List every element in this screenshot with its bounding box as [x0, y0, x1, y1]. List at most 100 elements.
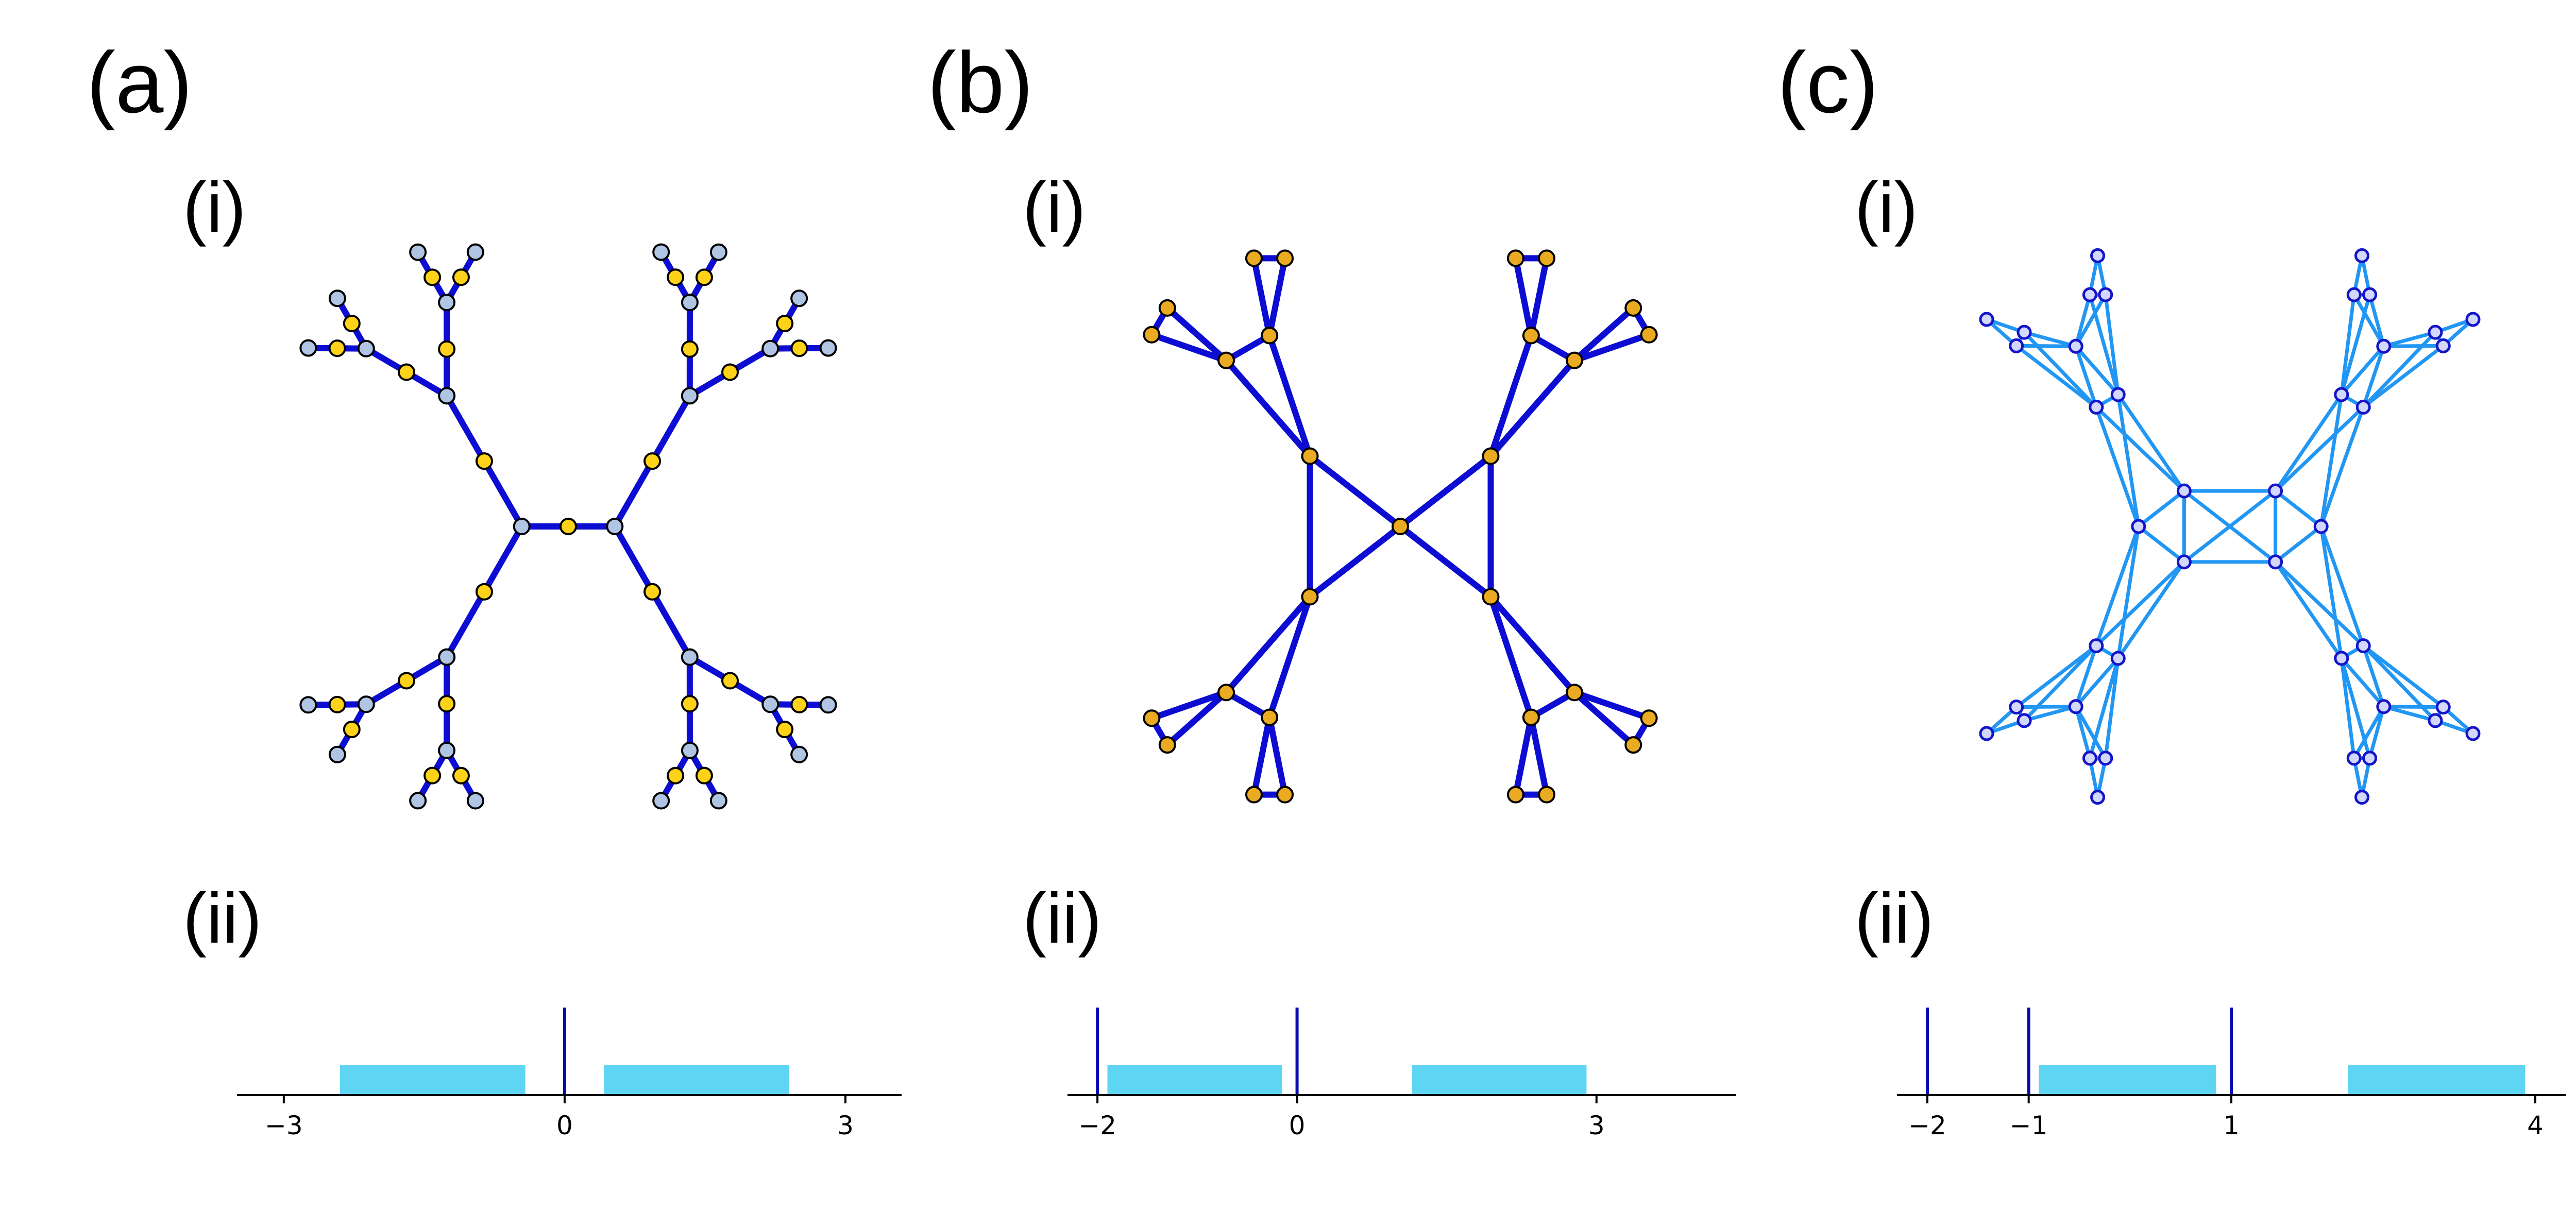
graph-node-vertex — [709, 792, 727, 810]
graph-node — [2089, 638, 2104, 654]
panel-c-graph — [1979, 248, 2481, 805]
graph-edge — [2104, 293, 2120, 397]
graph-edge — [2274, 560, 2365, 648]
spectrum-tick-label: 4 — [2527, 1111, 2544, 1140]
graph-node-vertex — [357, 695, 375, 713]
graph-node — [1624, 299, 1642, 317]
graph-edge — [2368, 705, 2386, 760]
graph-node — [1979, 726, 1994, 741]
graph-edge — [1148, 689, 1230, 722]
graph-edge — [1512, 255, 1534, 339]
graph-edge — [2022, 705, 2078, 723]
panel-b-graph — [1143, 249, 1658, 804]
graph-edge — [2074, 344, 2120, 397]
graph-edge — [1266, 593, 1313, 721]
graph-node — [1624, 736, 1642, 754]
graph-edge — [2137, 489, 2186, 529]
graph-node — [1245, 786, 1263, 804]
graph-node — [2334, 387, 2349, 402]
graph-node — [2355, 399, 2371, 415]
graph-node — [1640, 709, 1658, 727]
graph-node-vertex — [652, 792, 670, 810]
graph-node-vertex — [466, 792, 484, 810]
graph-node — [1538, 786, 1556, 804]
graph-edge — [2361, 644, 2386, 709]
panel-b-spectrum-label: (ii) — [1023, 879, 1101, 958]
graph-edge — [2361, 644, 2445, 709]
graph-edge — [1571, 331, 1652, 364]
graph-node-vertex — [681, 741, 699, 759]
graph-node — [1301, 588, 1319, 606]
graph-edge — [2274, 405, 2365, 493]
graph-node-vertex — [409, 792, 427, 810]
graph-edge — [1487, 593, 1534, 721]
graph-node — [2082, 287, 2097, 302]
spectrum-tick-label: 3 — [1588, 1111, 1605, 1140]
graph-edge — [2319, 405, 2365, 529]
graph-node — [1245, 249, 1263, 267]
graph-node — [2098, 287, 2113, 302]
graph-node-subdivision — [721, 672, 739, 690]
graph-edge — [2022, 330, 2078, 348]
graph-edge — [1397, 523, 1494, 600]
graph-node-vertex — [819, 696, 837, 714]
graph-edge — [2274, 393, 2344, 493]
graph-node — [1979, 312, 1994, 327]
graph-edge — [2116, 393, 2186, 493]
graph-node — [2268, 554, 2283, 570]
graph-node-vertex — [328, 745, 346, 763]
graph-node — [2376, 699, 2392, 714]
graph-edge — [1571, 689, 1637, 748]
graph-edge — [2352, 705, 2386, 760]
graph-node-vertex — [438, 741, 456, 759]
graph-node — [2016, 713, 2032, 728]
graph-edge — [1148, 331, 1230, 364]
graph-node — [2090, 248, 2106, 263]
graph-node-vertex — [790, 745, 808, 763]
graph-node-subdivision — [423, 268, 442, 286]
graph-node-subdivision — [667, 766, 685, 785]
graph-node-subdivision — [328, 339, 346, 357]
graph-edge — [1250, 714, 1273, 798]
graph-node — [1538, 249, 1556, 267]
graph-edge — [1164, 689, 1230, 748]
graph-edge — [1528, 255, 1550, 339]
graph-node — [1506, 249, 1524, 267]
graph-node-subdivision — [438, 695, 456, 713]
graph-edge — [2382, 705, 2437, 723]
graph-node-subdivision — [397, 672, 415, 690]
graph-edge — [1250, 255, 1273, 339]
graph-node — [2354, 248, 2369, 263]
graph-edge — [2014, 344, 2098, 409]
graph-node — [2089, 399, 2104, 415]
graph-node — [2465, 726, 2481, 741]
graph-node — [2435, 338, 2451, 353]
spectrum-band — [1107, 1065, 1282, 1095]
graph-node-subdivision — [695, 268, 713, 286]
graph-node — [1482, 447, 1500, 465]
graph-edge — [2094, 405, 2141, 529]
graph-node — [1392, 518, 1409, 535]
graph-node — [2009, 338, 2024, 353]
graph-node — [2098, 751, 2113, 766]
panel-a-label: (a) — [87, 34, 192, 131]
graph-node-subdivision — [475, 452, 493, 470]
graph-node-vertex — [513, 518, 531, 535]
graph-node-vertex — [466, 243, 484, 261]
graph-node — [2346, 751, 2362, 766]
graph-node-subdivision — [790, 339, 808, 357]
graph-edge — [2361, 344, 2445, 409]
graph-edge — [2274, 560, 2344, 660]
graph-node — [2465, 312, 2481, 327]
graph-edge — [1512, 714, 1534, 798]
graph-node — [2355, 638, 2371, 654]
graph-edge — [2274, 524, 2323, 564]
graph-node — [2082, 751, 2097, 766]
